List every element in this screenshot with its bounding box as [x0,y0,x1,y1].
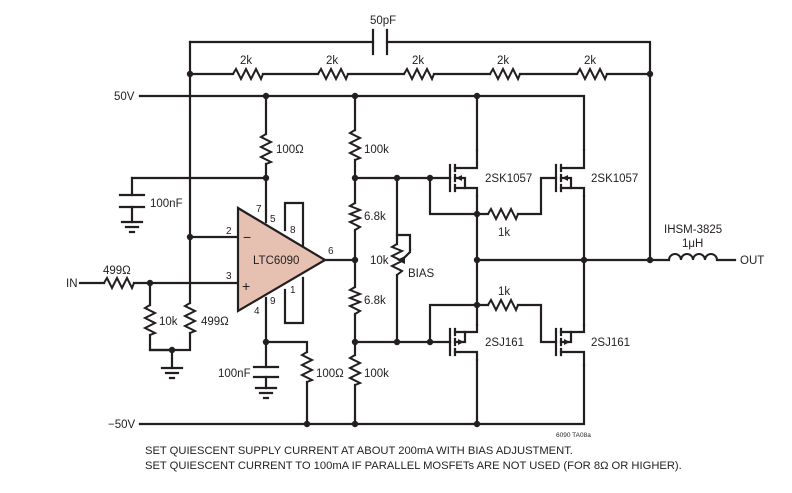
label-inductor-part: IHSM-3825 [664,224,722,236]
label-pin-4: 4 [254,306,260,317]
label-inductor-value: 1μH [682,238,703,250]
label-r-bottom-opamp: 100Ω [316,368,344,380]
mosfet-2sj161-left [448,323,479,362]
op-amp-part-label: LTC6090 [253,255,299,267]
label-c-top: 100nF [150,198,183,210]
resistor-6-8k-top [347,202,363,231]
component-labels: 50pF 2k 2k 2k 2k 2k 50V −50V 100Ω 100k 1… [66,15,764,439]
label-pin-7: 7 [256,204,262,215]
resistor-499-ohm-input [103,275,135,291]
potentiometer-10k [389,243,405,276]
label-mosfet-n2: 2SK1057 [591,173,638,185]
resistor-6-8k-bottom [347,286,363,315]
label-pin-9: 9 [270,296,276,307]
capacitor-50pf [371,28,389,56]
wires [78,40,737,426]
label-50pf: 50pF [370,15,396,27]
mosfet-2sk1057-left [448,148,479,198]
label-r-10k: 10k [159,316,178,328]
label-r-gate-bottom: 1k [498,286,510,298]
resistor-2k-2 [317,66,349,82]
label-r-499-gnd: 499Ω [201,316,229,328]
label-supply-neg: −50V [108,419,136,431]
label-output: OUT [740,255,764,267]
resistor-2k-3 [403,66,435,82]
resistor-100-ohm-top [258,133,274,165]
resistor-2k-4 [489,66,521,82]
resistor-1k-bottom [487,297,519,313]
resistor-1k-top [487,206,519,222]
label-pin-2: 2 [226,226,232,237]
label-r-fb5: 2k [584,55,596,67]
op-amp-ltc6090: LTC6090 − + [236,206,328,313]
label-r-gate-top: 1k [498,227,510,239]
resistor-100k-bottom [347,354,363,386]
figure-code: 6090 TA08a [556,432,591,439]
junction-dots [146,70,654,428]
label-r-bias-top: 100k [364,144,389,156]
resistor-100k-top [347,129,363,161]
label-mosfet-p1: 2SJ161 [485,337,524,349]
inductor-1uh [668,253,718,261]
label-r-fb3: 2k [412,55,424,67]
label-input: IN [66,278,78,290]
capacitor-100nf-bottom [252,365,280,379]
label-r-68k-bottom: 6.8k [364,295,386,307]
label-pin-1: 1 [290,285,296,296]
non-inverting-input-sign: + [242,278,250,294]
capacitor-100nf-top [118,193,146,209]
ground-symbol-cap-top [120,220,144,234]
ground-symbol-cap-bottom [254,386,278,400]
resistor-499-ohm-ground [182,302,198,334]
label-r-fb4: 2k [497,55,509,67]
label-pin-8: 8 [290,225,296,236]
resistor-10k-ground [142,304,158,336]
resistor-100-ohm-bottom [299,351,315,383]
label-bias: BIAS [408,268,435,280]
label-pin-5: 5 [270,214,276,225]
label-r-fb2: 2k [326,55,338,67]
label-r-top-opamp: 100Ω [276,144,304,156]
footnotes: SET QUIESCENT SUPPLY CURRENT AT ABOUT 20… [145,445,682,472]
ground-symbol-input [160,366,184,380]
label-mosfet-n1: 2SK1057 [485,173,532,185]
label-pin-3: 3 [226,271,232,282]
pot-wiper-arrow [397,256,405,264]
label-r-fb1: 2k [240,55,252,67]
resistor-2k-5 [576,66,608,82]
label-supply-pos: 50V [114,91,135,103]
label-mosfet-p2: 2SJ161 [591,337,630,349]
label-r-in: 499Ω [103,265,131,277]
label-r-68k-top: 6.8k [364,211,386,223]
note-line-2: SET QUIESCENT CURRENT TO 100mA IF PARALL… [145,460,682,472]
label-r-bias-bottom: 100k [364,368,389,380]
label-r-pot: 10k [370,255,389,267]
mosfet-2sk1057-right [554,148,586,198]
label-c-bottom: 100nF [218,368,251,380]
mosfet-2sj161-right [554,323,586,367]
label-pin-6: 6 [328,246,334,257]
resistor-2k-1 [232,66,264,82]
note-line-1: SET QUIESCENT SUPPLY CURRENT AT ABOUT 20… [145,445,573,457]
inverting-input-sign: − [243,229,251,245]
